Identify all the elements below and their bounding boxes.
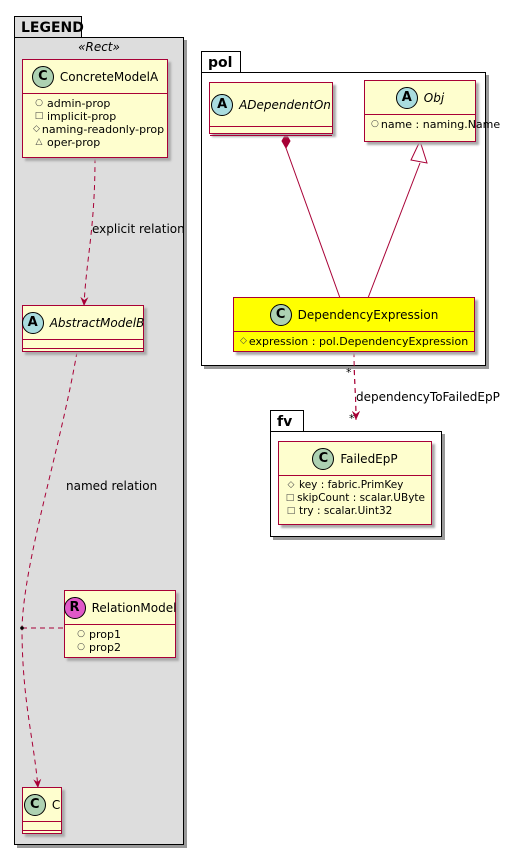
- class-icon: C: [269, 303, 292, 326]
- class-failed-ep-p[interactable]: C FailedEpP ◇key : fabric.PrimKey □skipC…: [278, 441, 432, 525]
- class-obj[interactable]: A Obj ○name : naming.Name: [364, 80, 501, 142]
- legend-package-name: LEGEND: [21, 20, 84, 36]
- class-icon: C: [31, 65, 54, 88]
- class-dependency-expression[interactable]: C DependencyExpression ◇expression : pol…: [233, 297, 475, 352]
- class-icon: C: [312, 447, 335, 470]
- private-icon: □: [34, 111, 44, 121]
- attribute: ◇expression : pol.DependencyExpression: [240, 335, 469, 348]
- class-name: AbstractModelB: [49, 315, 145, 330]
- class-name: RelationModel: [91, 600, 177, 615]
- class-name: DependencyExpression: [297, 307, 439, 322]
- class-c[interactable]: C C: [22, 787, 62, 834]
- class-name: C: [51, 797, 61, 812]
- explicit-relation-label: explicit relation: [92, 222, 185, 236]
- class-name: Obj: [423, 90, 445, 105]
- attribute: □skipCount : scalar.UByte: [285, 492, 425, 504]
- public-icon: ○: [35, 98, 43, 108]
- protected-icon: ◇: [287, 480, 295, 490]
- class-icon: C: [23, 793, 46, 816]
- pol-package-tab: pol: [201, 51, 241, 73]
- class-name: ADependentOn: [239, 97, 331, 112]
- attribute: ○prop2: [75, 641, 169, 654]
- source-multiplicity: *: [346, 366, 352, 379]
- abstract-class-icon: A: [395, 86, 418, 109]
- package-icon: △: [35, 137, 43, 147]
- attribute: ○prop1: [75, 628, 169, 641]
- attribute: ○admin-prop: [33, 97, 161, 110]
- abstract-class-icon: A: [211, 93, 234, 116]
- fv-package-tab: fv: [270, 410, 304, 432]
- class-concrete-model-a[interactable]: C ConcreteModelA ○admin-prop □implicit-p…: [22, 59, 168, 158]
- private-icon: □: [286, 506, 296, 516]
- class-abstract-model-b[interactable]: A AbstractModelB: [21, 305, 145, 352]
- class-name: FailedEpP: [340, 451, 398, 466]
- class-relation-model[interactable]: R RelationModel ○prop1 ○prop2: [63, 590, 177, 658]
- named-relation-label: named relation: [66, 479, 158, 493]
- legend-stereotype: «Rect»: [78, 40, 120, 54]
- attribute: △oper-prop: [33, 136, 161, 149]
- attribute: ◇naming-readonly-prop: [33, 123, 165, 136]
- private-icon: □: [285, 493, 295, 503]
- public-icon: ○: [77, 629, 85, 639]
- class-a-dependent-on[interactable]: A ADependentOn: [209, 82, 333, 136]
- public-icon: ○: [77, 642, 85, 652]
- class-name: ConcreteModelA: [59, 69, 159, 84]
- fields-section: [210, 127, 332, 136]
- public-icon: ○: [371, 119, 379, 129]
- protected-icon: ◇: [240, 336, 247, 346]
- attribute: □implicit-prop: [34, 110, 117, 123]
- target-multiplicity: *: [349, 412, 355, 425]
- legend-package-tab: LEGEND: [14, 16, 84, 38]
- attribute: ○name : naming.Name: [371, 118, 501, 131]
- fields-section: [23, 340, 143, 349]
- fields-section: [23, 822, 61, 831]
- relation-class-icon: R: [63, 596, 86, 619]
- attribute: □try : scalar.Uint32: [286, 505, 393, 517]
- protected-icon: ◇: [33, 124, 40, 134]
- dependency-relation-label: dependencyToFailedEpP: [356, 390, 500, 404]
- pol-package-name: pol: [208, 55, 233, 71]
- attribute: ◇key : fabric.PrimKey: [285, 479, 425, 492]
- legend-package: [14, 37, 184, 845]
- abstract-class-icon: A: [21, 311, 44, 334]
- fv-package-name: fv: [277, 414, 293, 430]
